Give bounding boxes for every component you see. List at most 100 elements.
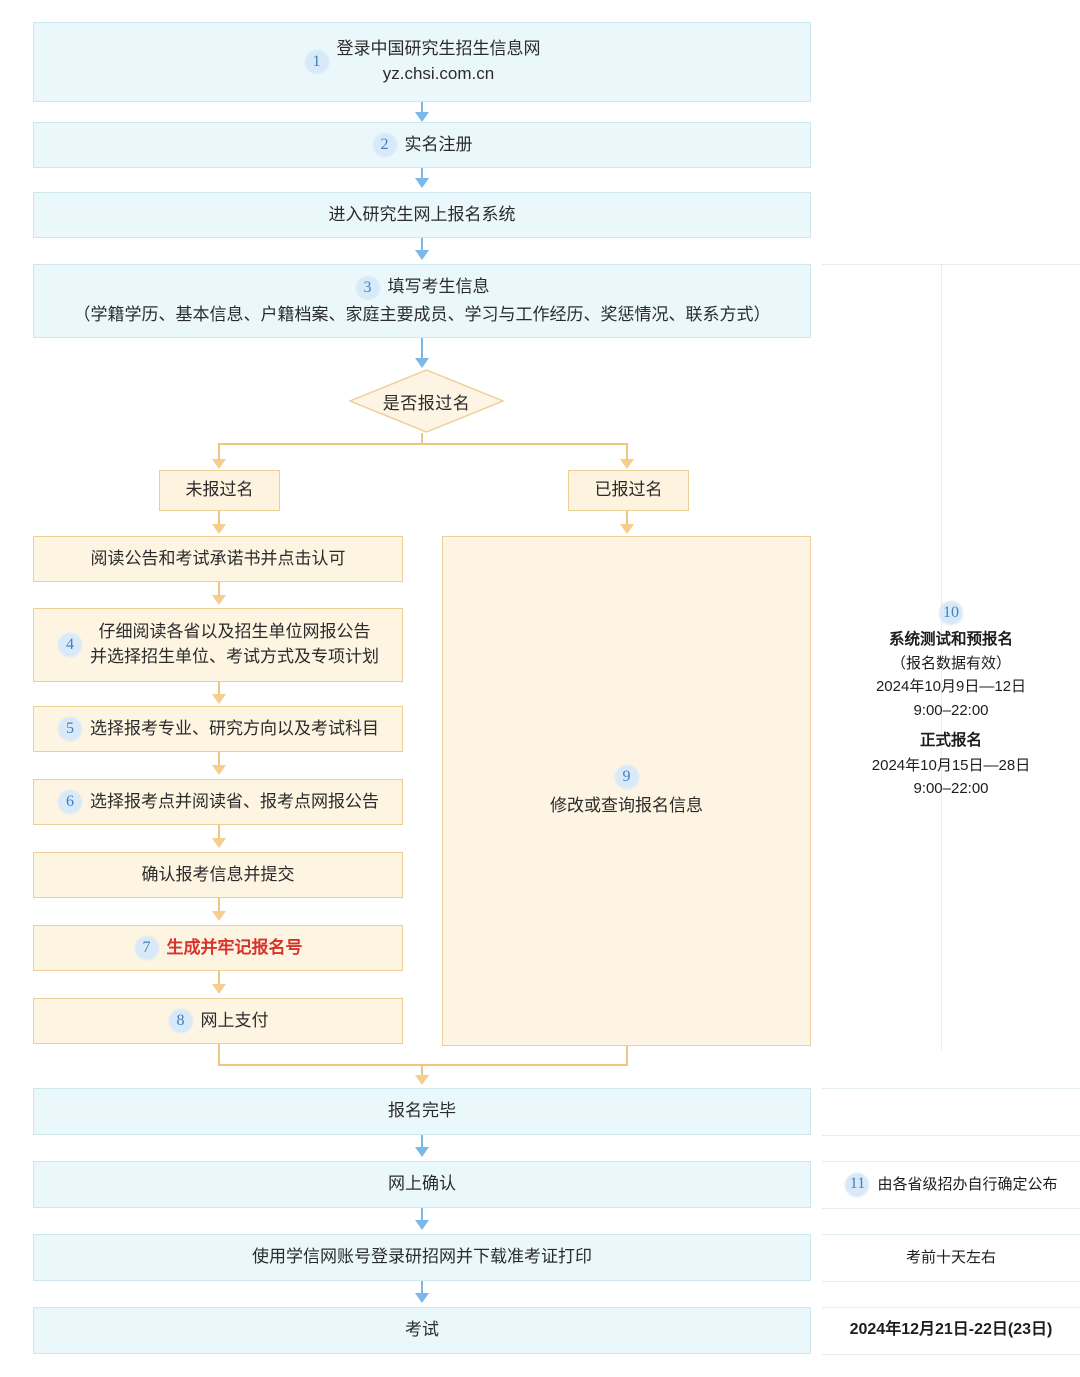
connector-l2-l3 bbox=[218, 682, 220, 695]
node-step-2: 2 实名注册 bbox=[33, 122, 811, 168]
timeline-rule-2 bbox=[822, 1135, 1080, 1136]
arrow-3-4-icon bbox=[415, 250, 429, 260]
connector-2-3 bbox=[421, 168, 423, 181]
timeline-rule-5 bbox=[822, 1234, 1080, 1235]
tail-1-label: 报名完毕 bbox=[388, 1101, 456, 1121]
arrow-branch-right-icon bbox=[620, 524, 634, 534]
arrow-l1-l2-icon bbox=[212, 595, 226, 605]
left-step-5-label: 确认报考信息并提交 bbox=[141, 864, 295, 884]
arrow-t2-t3-icon bbox=[415, 1220, 429, 1230]
branch-left-label: 未报过名 bbox=[185, 480, 254, 500]
connector-l6-l7 bbox=[218, 971, 220, 985]
step-4-heading: 3 填写考生信息 bbox=[354, 274, 490, 301]
step-4-line-1: 填写考生信息 bbox=[387, 277, 490, 297]
timeline-12-label: 考前十天左右 bbox=[905, 1248, 996, 1266]
decision-split-line bbox=[218, 443, 628, 445]
arrow-t3-t4-icon bbox=[415, 1293, 429, 1303]
timeline-11-row: 11 由各省级招办自行确定公布 bbox=[844, 1171, 1058, 1198]
node-tail-1: 报名完毕 bbox=[33, 1088, 811, 1135]
node-tail-4: 考试 bbox=[33, 1307, 811, 1354]
arrow-4-decision-icon bbox=[415, 358, 429, 368]
timeline-rule-7 bbox=[822, 1307, 1080, 1308]
step-badge-9: 9 bbox=[613, 763, 640, 790]
arrow-decision-right-icon bbox=[620, 459, 634, 469]
tail-3-label: 使用学信网账号登录研招网并下载准考证打印 bbox=[252, 1247, 592, 1267]
merge-down-stem bbox=[421, 1064, 423, 1076]
step-2-content: 2 实名注册 bbox=[371, 132, 473, 158]
node-step-1: 1 登录中国研究生招生信息网 yz.chsi.com.cn bbox=[33, 22, 811, 102]
arrow-l6-l7-icon bbox=[212, 984, 226, 994]
tail-2-label: 网上确认 bbox=[388, 1174, 456, 1194]
node-left-step-1: 阅读公告和考试承诺书并点击认可 bbox=[33, 536, 403, 582]
left-step-1-label: 阅读公告和考试承诺书并点击认可 bbox=[90, 548, 346, 568]
timeline-rule-4 bbox=[822, 1208, 1080, 1209]
timeline-block-13: 2024年12月21日-22日(23日) bbox=[822, 1307, 1080, 1354]
tail-4-label: 考试 bbox=[405, 1320, 439, 1340]
node-left-step-5: 确认报考信息并提交 bbox=[33, 852, 403, 898]
arrow-branch-left-icon bbox=[212, 524, 226, 534]
step-1-text: 登录中国研究生招生信息网 yz.chsi.com.cn bbox=[337, 37, 541, 86]
node-branch-right: 已报过名 bbox=[568, 470, 689, 511]
step-1-line-2: yz.chsi.com.cn bbox=[382, 64, 495, 83]
timeline-rule-top bbox=[822, 264, 1080, 265]
node-left-step-3: 5 选择报考专业、研究方向以及考试科目 bbox=[33, 706, 403, 752]
timeline-block-10: 10 系统测试和预报名 （报名数据有效） 2024年10月9日—12日 9:00… bbox=[822, 600, 1080, 800]
connector-t2-t3 bbox=[421, 1208, 423, 1222]
left-step-2-line-2: 并选择招生单位、考试方式及专项计划 bbox=[90, 647, 379, 666]
timeline-rule-8 bbox=[822, 1354, 1080, 1355]
timeline-11-label: 由各省级招办自行确定公布 bbox=[877, 1175, 1058, 1193]
step-badge-2: 2 bbox=[371, 132, 398, 158]
step-1-line-1: 登录中国研究生招生信息网 bbox=[336, 39, 541, 59]
step-badge-6: 6 bbox=[57, 789, 83, 815]
arrow-decision-left-icon bbox=[212, 459, 226, 469]
modify-query-label: 修改或查询报名信息 bbox=[550, 795, 703, 815]
connector-branch-right-down bbox=[626, 511, 628, 525]
timeline-block-11: 11 由各省级招办自行确定公布 bbox=[822, 1161, 1080, 1208]
connector-l3-l4 bbox=[218, 752, 220, 766]
connector-branch-left-down bbox=[218, 511, 220, 525]
timeline-10-time-2: 9:00–22:00 bbox=[913, 779, 989, 797]
node-decision: 是否报过名 bbox=[349, 369, 504, 433]
timeline-10-title-2: 正式报名 bbox=[919, 732, 982, 750]
step-badge-7: 7 bbox=[133, 935, 160, 961]
timeline-10-title: 系统测试和预报名 bbox=[888, 631, 1013, 648]
decision-right-drop bbox=[626, 443, 628, 461]
arrow-l2-l3-icon bbox=[212, 694, 226, 704]
step-badge-10: 10 bbox=[938, 600, 964, 626]
node-left-step-4: 6 选择报考点并阅读省、报考点网报公告 bbox=[33, 779, 403, 825]
merge-line bbox=[218, 1064, 628, 1066]
node-modify-query: 9 修改或查询报名信息 bbox=[442, 536, 811, 1046]
connector-l5-l6 bbox=[218, 898, 220, 912]
node-tail-3: 使用学信网账号登录研招网并下载准考证打印 bbox=[33, 1234, 811, 1281]
arrow-1-2-icon bbox=[415, 112, 429, 122]
step-3-label: 进入研究生网上报名系统 bbox=[328, 204, 516, 224]
arrow-t1-t2-icon bbox=[415, 1147, 429, 1157]
left-step-6-label: 生成并牢记报名号 bbox=[166, 937, 303, 957]
node-left-step-6: 7 生成并牢记报名号 bbox=[33, 925, 403, 971]
left-step-2-line-1: 仔细阅读各省以及招生单位网报公告 bbox=[98, 622, 371, 642]
connector-t1-t2 bbox=[421, 1135, 423, 1149]
arrow-2-3-icon bbox=[415, 178, 429, 188]
left-step-2-text: 仔细阅读各省以及招生单位网报公告 并选择招生单位、考试方式及专项计划 bbox=[90, 620, 379, 669]
left-step-3-label: 选择报考专业、研究方向以及考试科目 bbox=[90, 718, 379, 738]
arrow-l4-l5-icon bbox=[212, 838, 226, 848]
step-4-line-2: （学籍学历、基本信息、户籍档案、家庭主要成员、学习与工作经历、奖惩情况、联系方式… bbox=[73, 304, 771, 324]
connector-l4-l5 bbox=[218, 825, 220, 839]
connector-l1-l2 bbox=[218, 582, 220, 596]
left-step-4-label: 选择报考点并阅读省、报考点网报公告 bbox=[90, 791, 379, 811]
step-badge-1: 1 bbox=[303, 49, 330, 75]
merge-left-stem bbox=[218, 1044, 220, 1066]
connector-3-4 bbox=[421, 238, 423, 253]
node-branch-left: 未报过名 bbox=[159, 470, 280, 511]
node-step-4: 3 填写考生信息 （学籍学历、基本信息、户籍档案、家庭主要成员、学习与工作经历、… bbox=[33, 264, 811, 338]
step-badge-8: 8 bbox=[167, 1008, 194, 1034]
step-badge-5: 5 bbox=[57, 716, 83, 742]
merge-right-stem bbox=[626, 1046, 628, 1066]
node-left-step-7: 8 网上支付 bbox=[33, 998, 403, 1044]
timeline-rule-1 bbox=[822, 1088, 1080, 1089]
step-badge-3: 3 bbox=[354, 274, 381, 301]
arrow-l3-l4-icon bbox=[212, 765, 226, 775]
left-step-7-label: 网上支付 bbox=[200, 1010, 269, 1030]
node-step-3: 进入研究生网上报名系统 bbox=[33, 192, 811, 238]
